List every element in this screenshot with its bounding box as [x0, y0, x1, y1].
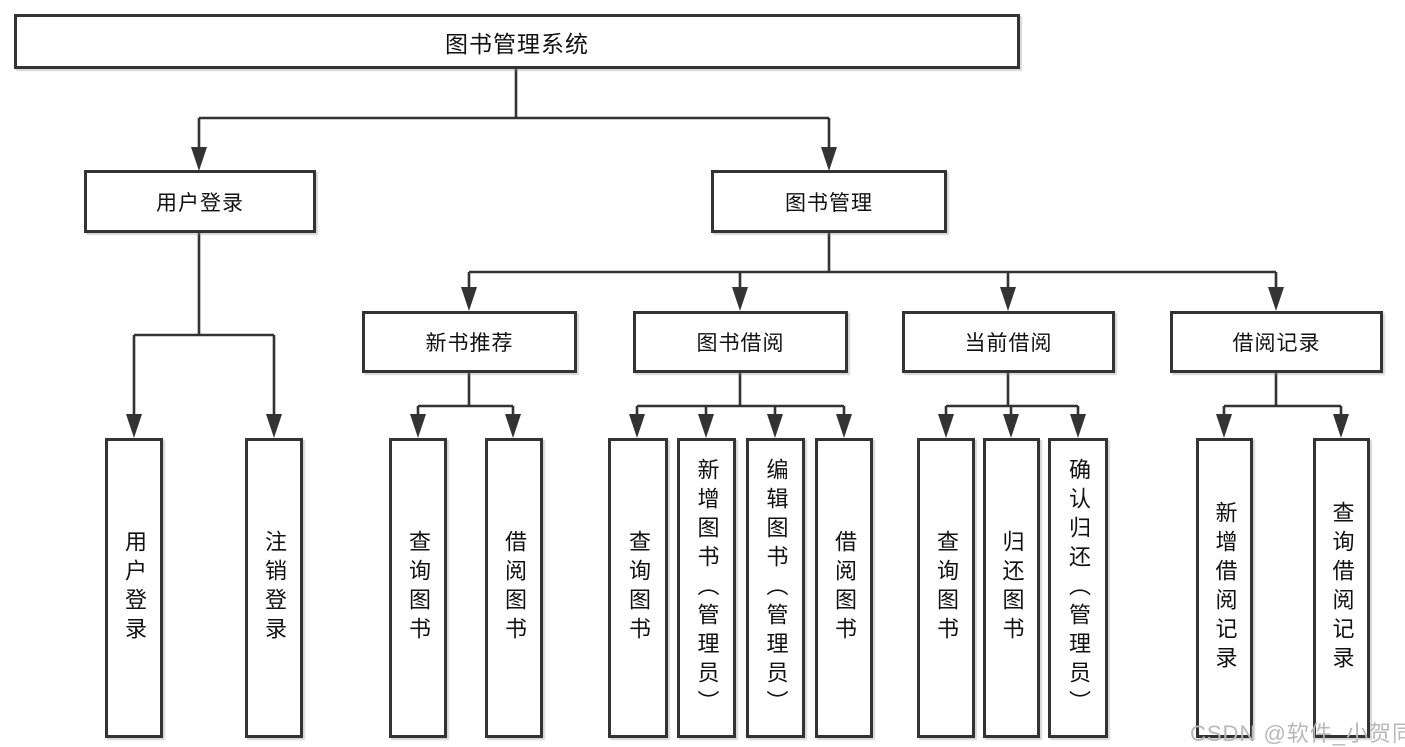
node-label: 新书推荐	[425, 332, 514, 355]
node-user-login: 用户登录	[84, 170, 316, 233]
node-borrowing-records: 借阅记录	[1170, 311, 1383, 373]
leaf-add-borrow-record: 新增借阅记录	[1196, 438, 1253, 738]
watermark: CSDN @软件_小贺同学	[1190, 721, 1405, 746]
leaf-label: 查询借阅记录	[1329, 501, 1355, 675]
leaf-borrow-books-recommend: 借阅图书	[485, 438, 543, 738]
leaf-query-books-recommend: 查询图书	[389, 438, 447, 738]
leaf-query-borrow-record: 查询借阅记录	[1313, 438, 1370, 738]
leaf-label: 注销登录	[262, 530, 287, 646]
leaf-return-books: 归还图书	[983, 438, 1040, 738]
leaf-label: 确认归还（管理员）	[1066, 457, 1091, 719]
leaf-label: 归还图书	[999, 530, 1025, 646]
leaf-borrow-books-borrowing: 借阅图书	[815, 438, 873, 738]
node-label: 用户登录	[156, 191, 244, 215]
leaf-label: 借阅图书	[502, 530, 527, 646]
node-current-borrowing: 当前借阅	[902, 311, 1115, 373]
node-label: 当前借阅	[964, 332, 1053, 355]
node-book-management: 图书管理	[711, 170, 947, 233]
leaf-confirm-return-admin: 确认归还（管理员）	[1048, 438, 1108, 738]
leaf-label: 新增借阅记录	[1212, 501, 1238, 675]
leaf-query-books-borrowing: 查询图书	[608, 438, 668, 738]
node-new-book-recommendation: 新书推荐	[362, 311, 577, 373]
node-label: 图书借阅	[696, 332, 785, 355]
leaf-label: 用户登录	[122, 530, 147, 646]
leaf-label: 查询图书	[626, 530, 651, 646]
leaf-add-book-admin: 新增图书（管理员）	[677, 438, 736, 738]
leaf-label: 借阅图书	[832, 530, 857, 646]
leaf-label: 查询图书	[934, 530, 959, 646]
leaf-label: 查询图书	[406, 530, 431, 646]
node-label: 借阅记录	[1232, 332, 1321, 355]
node-label: 图书管理	[785, 191, 873, 215]
leaf-edit-book-admin: 编辑图书（管理员）	[746, 438, 805, 738]
leaf-user-login: 用户登录	[105, 438, 163, 738]
leaf-logout: 注销登录	[245, 438, 303, 738]
node-book-borrowing: 图书借阅	[633, 311, 848, 373]
leaf-label: 编辑图书（管理员）	[763, 457, 789, 719]
leaf-query-books-current: 查询图书	[917, 438, 975, 738]
node-library-management-system: 图书管理系统	[14, 14, 1020, 69]
leaf-label: 新增图书（管理员）	[694, 457, 720, 719]
node-label: 图书管理系统	[445, 30, 589, 57]
